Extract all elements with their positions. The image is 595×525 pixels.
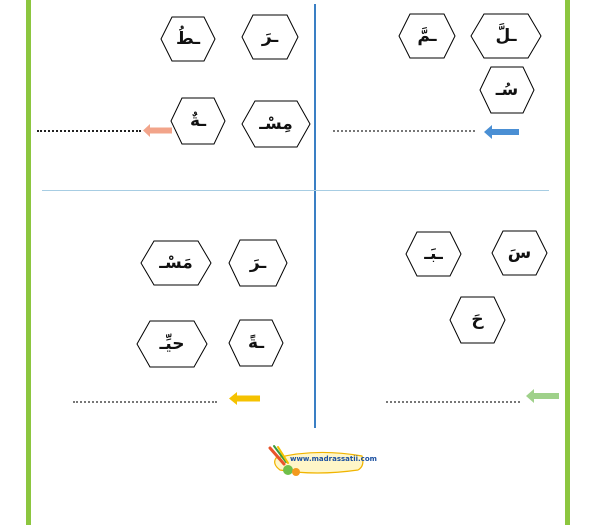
letter-label: مِسْـ: [259, 114, 293, 134]
arrow-left-icon: [229, 390, 261, 405]
letter-hexagon: ـطُ: [160, 16, 216, 62]
answer-line: [333, 130, 475, 132]
letter-hexagon: مَسْـ: [140, 240, 212, 286]
letter-label: سُـ: [495, 80, 519, 100]
letter-hexagon: ـرَ: [228, 239, 288, 287]
left-border: [26, 0, 31, 525]
letter-label: ـبَـ: [424, 244, 443, 264]
letter-label: ـمَّ: [417, 26, 437, 46]
vertical-divider: [314, 4, 316, 428]
letter-label: ـرَ: [249, 253, 267, 273]
answer-line: [386, 401, 520, 403]
letter-hexagon: مِسْـ: [241, 100, 311, 148]
answer-line: [73, 401, 217, 403]
letter-label: ـطُ: [176, 29, 201, 49]
horizontal-divider: [42, 190, 549, 191]
letter-label: ـلَّ: [495, 26, 517, 46]
letter-hexagon: ـةً: [228, 319, 284, 367]
letter-hexagon: ـةٌ: [170, 97, 226, 145]
arrow-left-icon: [484, 124, 520, 139]
right-border: [565, 0, 570, 525]
letter-hexagon: سَ: [491, 230, 548, 276]
letter-hexagon: حيِّـ: [136, 320, 208, 368]
letter-label: سَ: [507, 243, 532, 263]
letter-label: ـرَ: [261, 27, 279, 47]
site-logo-text: www.madrassatii.com: [290, 455, 377, 463]
letter-hexagon: ـرَ: [241, 14, 299, 60]
letter-label: حيِّـ: [159, 334, 185, 354]
letter-hexagon: ـمَّ: [398, 13, 456, 59]
letter-label: ـةٌ: [189, 111, 207, 131]
arrow-left-icon: [143, 122, 173, 137]
letter-label: ـةً: [247, 333, 265, 353]
letter-hexagon: سُـ: [479, 66, 535, 114]
answer-line: [37, 130, 141, 132]
letter-hexagon: ـبَـ: [405, 231, 462, 277]
arrow-left-icon: [526, 388, 560, 403]
letter-label: حَ: [471, 310, 484, 330]
letter-hexagon: حَ: [449, 296, 506, 344]
letter-hexagon: ـلَّ: [470, 13, 542, 59]
site-logo: [266, 444, 366, 478]
letter-label: مَسْـ: [159, 253, 193, 273]
